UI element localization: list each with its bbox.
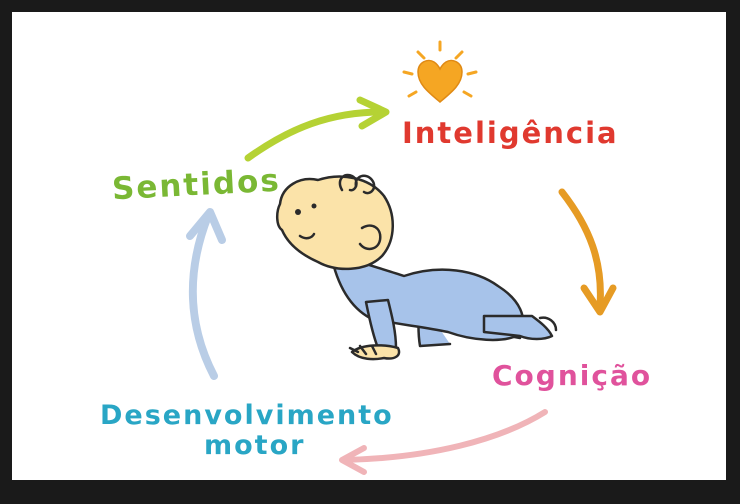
arrow-motor-to-sentidos bbox=[186, 208, 226, 380]
label-sentidos: Sentidos bbox=[111, 162, 282, 208]
heart-icon bbox=[402, 40, 478, 103]
label-motor: motor bbox=[204, 430, 306, 461]
arrow-cognicao-to-motor bbox=[339, 409, 548, 475]
label-inteligencia: Inteligência bbox=[402, 116, 619, 150]
label-desenvolvimento: Desenvolvimento bbox=[100, 400, 394, 431]
label-cognicao: Cognição bbox=[492, 359, 653, 392]
arrow-sentidos-to-inteligencia bbox=[244, 96, 390, 162]
arrow-inteligencia-to-cognicao bbox=[558, 188, 617, 316]
baby-illustration bbox=[276, 173, 558, 361]
